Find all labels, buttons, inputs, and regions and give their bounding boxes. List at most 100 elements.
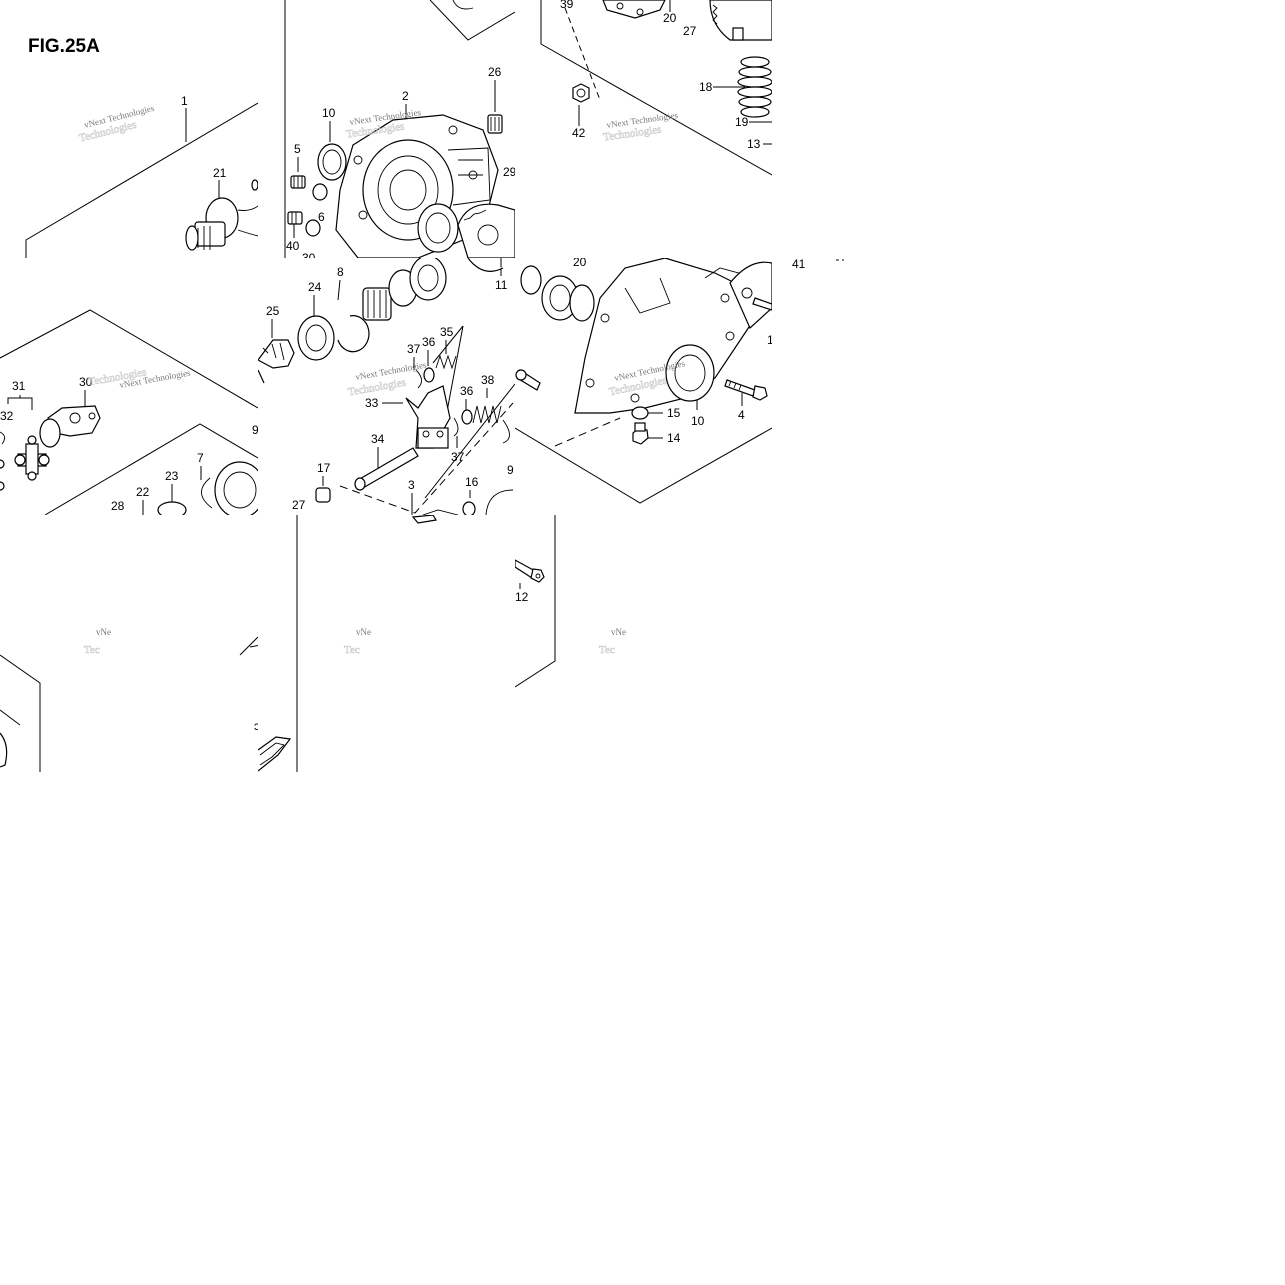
diagram-tile-r0-c1: 2 10 26 5 6 29 40 30 (258, 0, 515, 258)
callout-27: 27 (683, 24, 697, 38)
callout-partial: ɔ (254, 719, 258, 733)
callout-18: 18 (699, 80, 713, 94)
tile-r1-c1-drawing: 8 24 25 37 36 35 33 38 36 37 34 17 3 (258, 258, 515, 515)
cover-part (422, 509, 459, 515)
snap-ring-32 (0, 431, 5, 445)
spacer-part (362, 287, 392, 321)
callout-5: 5 (294, 142, 301, 156)
callout-15: 15 (667, 406, 681, 420)
flange-7 (201, 461, 258, 515)
shaft-line (0, 709, 21, 726)
diagram-tile-r0-c2: 39 20 27 18 19 13 42 (515, 0, 772, 258)
oil-seal-10 (317, 143, 347, 181)
callout-26: 26 (488, 65, 502, 79)
callout-11: 11 (495, 278, 508, 292)
bearing-24 (297, 315, 335, 361)
companion-flange-part (185, 179, 258, 251)
callout-13: 13 (747, 137, 761, 151)
spring-38 (472, 405, 502, 424)
callout-42: 42 (572, 126, 586, 140)
watermark-partial: vNe Tec (344, 627, 371, 656)
callout-39: 39 (560, 0, 574, 11)
callout-37: 37 (407, 342, 421, 356)
callout-30: 30 (79, 375, 93, 389)
watermark: vNext Technologies Technologies (87, 366, 191, 390)
plug-14 (632, 422, 649, 445)
callout-1: 1 (767, 333, 772, 347)
callout-8: 8 (337, 265, 344, 279)
callout-40: 40 (286, 239, 300, 253)
callout-10: 10 (691, 414, 705, 428)
diagram-tile-r1-c1: 8 24 25 37 36 35 33 38 36 37 34 17 3 (258, 258, 515, 515)
callout-41: 41 (792, 258, 806, 271)
callout-36: 36 (422, 335, 436, 349)
callout-35: 35 (440, 325, 454, 339)
diagram-tile-r1-c3: 41 (772, 258, 844, 278)
callout-16: 16 (465, 475, 479, 489)
callout-38: 38 (481, 373, 495, 387)
yoke-30 (39, 405, 101, 448)
small-bolt (515, 369, 541, 391)
tile-r0-c1-drawing: 2 10 26 5 6 29 40 30 (284, 0, 515, 258)
tile-r1-c2-drawing: 20 15 14 10 4 1 (515, 258, 772, 504)
snap-ring-20 (569, 284, 595, 322)
clip-37 (415, 369, 422, 389)
callout-20: 20 (663, 11, 677, 25)
watermark: vNext Technologies Technologies (602, 110, 679, 144)
svg-text:vNe: vNe (356, 627, 371, 637)
callout-31: 31 (12, 379, 26, 393)
bracket-part (502, 419, 510, 444)
clip-37 (453, 417, 459, 437)
figure-title: FIG.25A (28, 36, 100, 57)
callout-21: 21 (213, 166, 227, 180)
ball-36 (461, 409, 473, 425)
gasket-part (485, 489, 514, 515)
callout-17: 17 (317, 461, 331, 475)
callout-33: 33 (365, 396, 379, 410)
coupling-part (0, 732, 8, 768)
svg-text:vNe: vNe (611, 627, 626, 637)
callout-4: 4 (738, 408, 745, 422)
callout-20: 20 (573, 258, 587, 269)
washer-part (312, 183, 328, 201)
tile-r0-c2-drawing: 39 20 27 18 19 13 42 (540, 0, 772, 176)
diagram-tile-r0-c0: 1 21 vNext Technologies Technologies FIG… (0, 0, 258, 258)
bushing-17 (315, 487, 331, 503)
diagram-tile-r2-c0: ɔ vNe Tec (0, 515, 258, 772)
svg-text:Tec: Tec (344, 644, 360, 656)
tile-r1-c0-drawing: 31 30 32 9 28 22 23 7 (0, 309, 258, 515)
bearing-race (417, 203, 459, 253)
callout-9: 9 (507, 463, 514, 477)
callout-2: 2 (402, 89, 409, 103)
tile-r1-c3-drawing: 41 (792, 258, 844, 271)
bolt-4 (724, 379, 768, 401)
callout-3: 3 (408, 478, 415, 492)
boot-18 (737, 56, 772, 118)
nut-42 (572, 83, 590, 103)
plug-40 (287, 211, 303, 225)
callout-6: 6 (318, 210, 325, 224)
washer-15 (631, 406, 649, 420)
pinion-gear-25 (258, 339, 295, 384)
washer-23 (157, 501, 187, 515)
diagram-tile-r1-c2: 20 15 14 10 4 1 (515, 258, 772, 515)
callout-25: 25 (266, 304, 280, 318)
callout-27: 27 (292, 498, 306, 512)
callout-14: 14 (667, 431, 681, 445)
bearing-20 (520, 265, 579, 321)
callout-30: 30 (302, 251, 316, 258)
svg-text:vNe: vNe (96, 627, 111, 637)
callout-34: 34 (371, 432, 385, 446)
callout-29: 29 (503, 165, 515, 179)
callout-28: 28 (111, 499, 125, 513)
washer-6 (305, 219, 321, 237)
svg-text:Tec: Tec (84, 644, 100, 656)
callout-10: 10 (322, 106, 336, 120)
gear-27 (709, 0, 772, 41)
fork-33 (405, 385, 451, 449)
watermark: vNext Technologies Technologies (78, 103, 156, 145)
cap-part (0, 459, 5, 469)
callout-36: 36 (460, 384, 474, 398)
snap-ring-8 (337, 315, 370, 353)
